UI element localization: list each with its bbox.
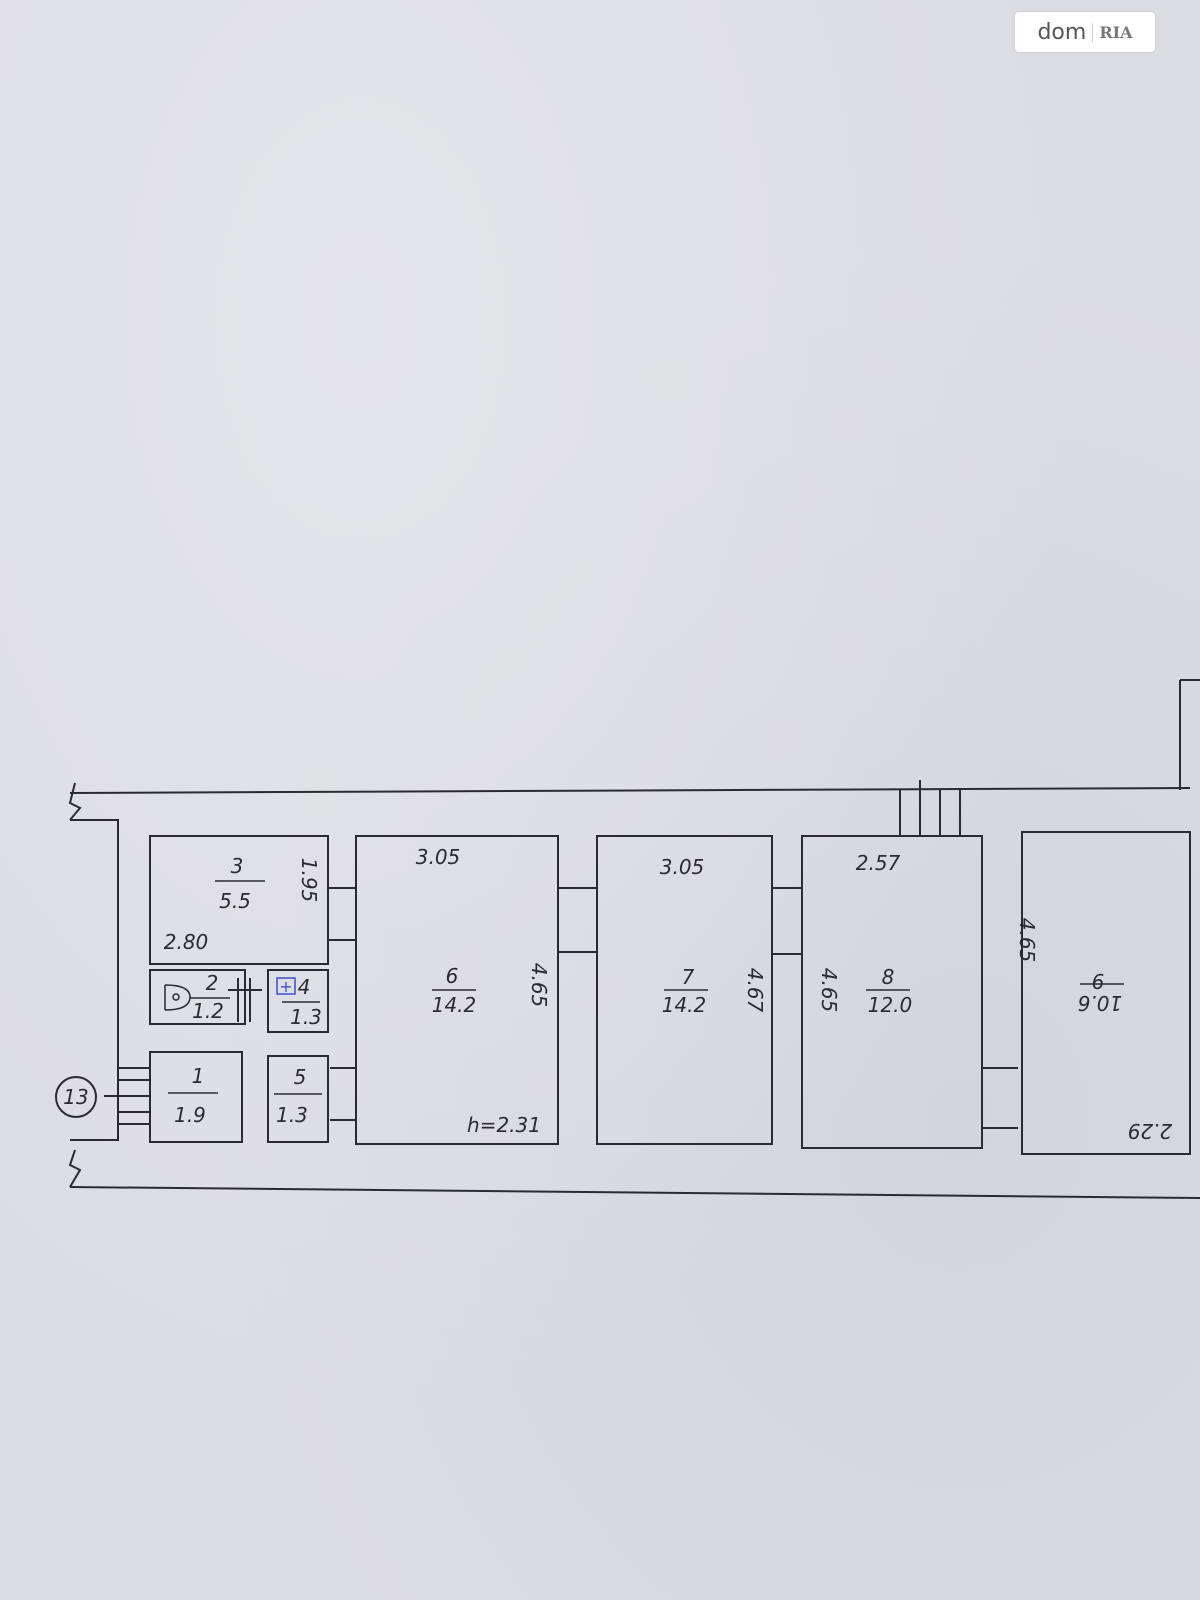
room-2-number: 2: [206, 971, 219, 995]
room-4-area: 1.3: [290, 1005, 322, 1029]
room-3-width: 2.80: [164, 930, 209, 954]
room-1-area: 1.9: [174, 1103, 206, 1127]
room-7-area: 14.2: [662, 993, 707, 1017]
toilet-drain-icon: [172, 993, 180, 1001]
room-9-number: 9: [1092, 969, 1105, 993]
entrance-marker-circle: [55, 1076, 97, 1118]
logo-suffix: RIA: [1092, 22, 1133, 42]
domria-logo: dom RIA: [1015, 12, 1155, 52]
room-6-height: 4.65: [527, 963, 551, 1008]
corridor-right-stub: [1179, 679, 1200, 790]
room-3-number: 3: [231, 854, 244, 878]
room-7-width: 3.05: [660, 855, 705, 879]
room-1-number: 1: [192, 1064, 205, 1088]
room-6-area: 14.2: [432, 993, 477, 1017]
room-3-outline: [149, 835, 329, 965]
door-6-7: [558, 887, 597, 953]
room-5-area: 1.3: [276, 1103, 308, 1127]
corridor-bottom-wall: [69, 1186, 1200, 1199]
logo-brand: dom: [1037, 19, 1087, 45]
room-5-number: 5: [294, 1065, 307, 1089]
sink-icon: [276, 977, 296, 995]
room-9-height: 4.65: [1015, 918, 1039, 963]
door-5-6: [330, 1067, 356, 1121]
room-6-ceiling-height: h=2.31: [467, 1113, 541, 1137]
room-8-area: 12.0: [868, 993, 913, 1017]
room-7-outline: [596, 835, 773, 1145]
room-8-height: 4.65: [817, 968, 841, 1013]
room-6-outline: [355, 835, 559, 1145]
left-break-lines: [68, 782, 119, 1188]
room-4-outline: [267, 969, 329, 1033]
room-7-height: 4.67: [743, 968, 767, 1013]
room-6-number: 6: [446, 964, 459, 988]
room-3-height: 1.95: [297, 858, 321, 903]
entrance-lines: [104, 1067, 150, 1125]
toilet-icon: [164, 984, 191, 1011]
door-8-9: [982, 1067, 1018, 1129]
room-2-outline: [149, 969, 246, 1025]
door-3-6: [328, 887, 356, 941]
sink-icon-mark: +: [279, 977, 292, 996]
room-5-outline: [267, 1055, 329, 1143]
room-2-door: [228, 978, 262, 1022]
room-3-area: 5.5: [219, 889, 251, 913]
room-8-width: 2.57: [856, 851, 901, 875]
room-4-number: 4: [298, 975, 311, 999]
room-7-number: 7: [682, 965, 695, 989]
room-9-width: 2.29: [1128, 1119, 1173, 1143]
room-8-number: 8: [882, 965, 895, 989]
room-6-width: 3.05: [416, 845, 461, 869]
room-8-outline: [801, 835, 983, 1149]
corridor-top-wall: [69, 787, 1191, 794]
door-8-corridor: [899, 780, 961, 836]
room-9-area-label: 10.6: [1078, 991, 1123, 1015]
entrance-marker-label: 13: [63, 1085, 88, 1109]
door-7-8: [772, 887, 802, 955]
room-2-area: 1.2: [192, 999, 224, 1023]
room-1-outline: [149, 1051, 243, 1143]
room-9-outline: [1021, 831, 1191, 1155]
